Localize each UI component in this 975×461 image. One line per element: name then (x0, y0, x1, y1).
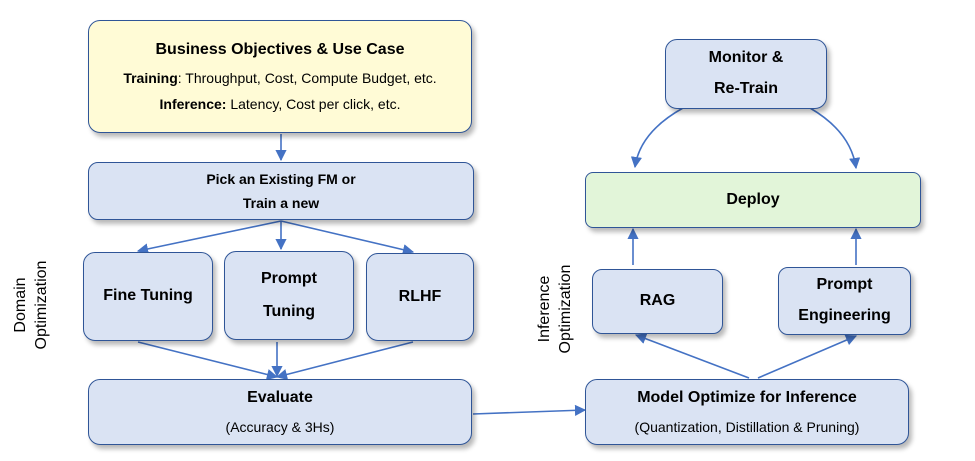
inference-opt-line1: Inference (536, 275, 553, 343)
prompt-tuning-line1: Prompt (261, 269, 317, 287)
business-objectives-title: Business Objectives & Use Case (155, 40, 405, 58)
monitor-retrain-box: Monitor & Re-Train (665, 39, 827, 109)
inference-label: Inference: (159, 95, 227, 112)
monitor-line1: Monitor & (708, 49, 784, 67)
arrow-pick-to-rlhf (280, 220, 415, 256)
arrow-fine-tuning-to-evaluate (137, 341, 279, 380)
fine-tuning-box: Fine Tuning (83, 252, 213, 341)
domain-optimization-label: Domain Optimization (11, 255, 55, 355)
arrow-evaluate-to-model-optimize (472, 404, 587, 416)
training-label: Training (123, 69, 178, 86)
inference-optimization-label: Inference Optimization (535, 259, 579, 359)
pick-fm-line2: Train a new (242, 195, 320, 211)
fine-tuning-label: Fine Tuning (103, 287, 193, 305)
rlhf-box: RLHF (366, 253, 474, 341)
model-optimize-box: Model Optimize for Inference (Quantizati… (585, 379, 909, 445)
domain-label-line2: Optimization (32, 260, 50, 350)
rlhf-label: RLHF (398, 287, 442, 305)
evaluate-box: Evaluate (Accuracy & 3Hs) (88, 379, 472, 445)
domain-label-line1: Domain (12, 277, 29, 333)
model-optimize-subtitle: (Quantization, Distillation & Pruning) (634, 419, 860, 436)
prompt-engineering-line2: Engineering (798, 307, 891, 324)
pick-fm-line1: Pick an Existing FM or (206, 170, 356, 187)
prompt-tuning-line2: Tuning (262, 302, 316, 320)
inference-opt-line2: Optimization (556, 264, 574, 354)
prompt-engineering-line1: Prompt (816, 276, 873, 294)
training-text: : Throughput, Cost, Compute Budget, etc. (177, 69, 437, 86)
evaluate-subtitle: (Accuracy & 3Hs) (225, 419, 335, 436)
inference-line: Inference: Latency, Cost per click, etc. (160, 95, 401, 113)
arrow-model-optimize-to-prompt-engineering (757, 334, 858, 379)
business-objectives-box: Business Objectives & Use Case Training:… (88, 20, 472, 133)
prompt-tuning-box: Prompt Tuning (224, 251, 354, 340)
monitor-line2: Re-Train (713, 80, 778, 97)
arrow-monitor-to-deploy-right (809, 107, 861, 170)
arrow-model-optimize-to-rag (634, 333, 750, 379)
model-optimize-title: Model Optimize for Inference (637, 388, 857, 406)
deploy-box: Deploy (585, 172, 921, 228)
pick-fm-box: Pick an Existing FM or Train a new (88, 162, 474, 220)
rag-label: RAG (639, 292, 676, 310)
inference-text: Latency, Cost per click, etc. (226, 95, 401, 112)
evaluate-title: Evaluate (247, 388, 313, 406)
arrow-rlhf-to-evaluate (275, 341, 414, 380)
arrow-monitor-to-deploy (630, 107, 684, 169)
training-line: Training: Throughput, Cost, Compute Budg… (123, 69, 436, 87)
rag-box: RAG (592, 269, 723, 334)
deploy-label: Deploy (726, 190, 780, 208)
arrow-pick-to-fine-tuning (136, 220, 282, 255)
prompt-engineering-box: Prompt Engineering (778, 267, 911, 335)
